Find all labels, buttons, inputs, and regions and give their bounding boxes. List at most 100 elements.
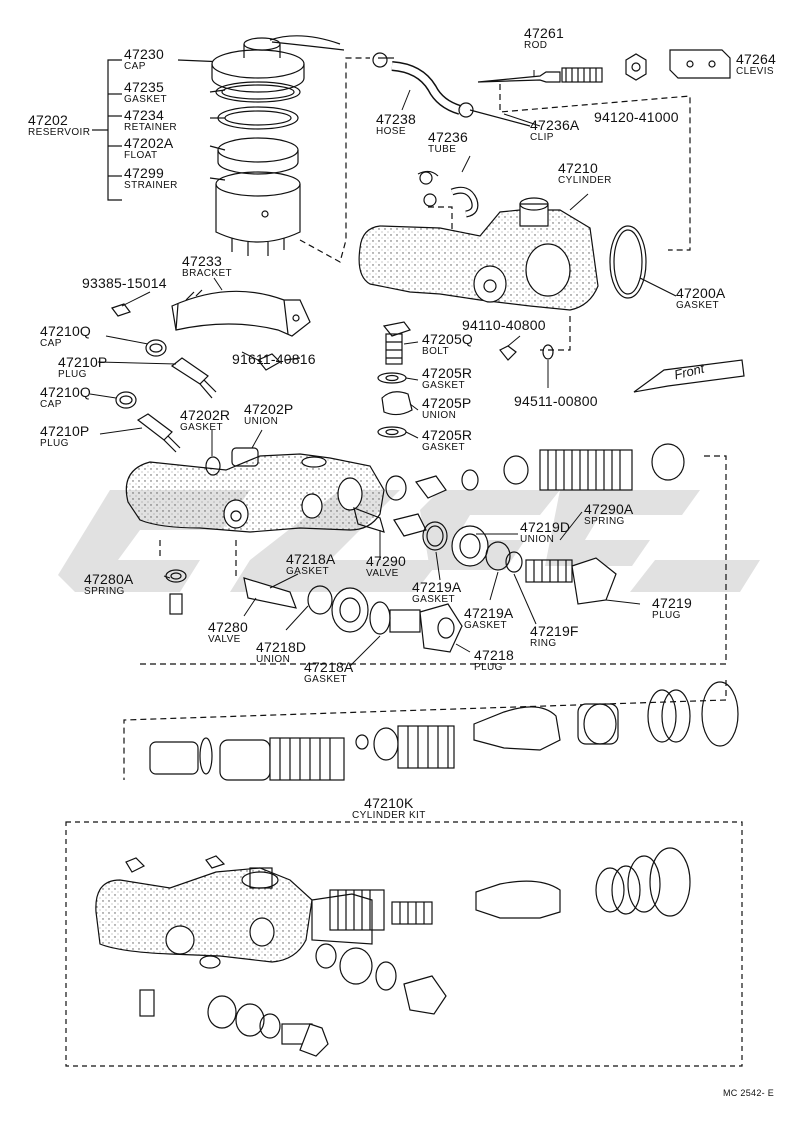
leader-lines [89,70,641,667]
cylinder-kit-box [65,821,743,1067]
part-name: GASKET [304,674,347,685]
part-number: 47238 [376,111,416,127]
part-name: FLOAT [124,150,158,161]
part-number: 47230 [124,46,164,62]
nut-94120 [625,53,647,81]
part-number: 47219D [520,519,571,535]
part-number: 47290A [584,501,634,517]
push-rod [477,67,603,83]
part-name: VALVE [208,634,241,645]
part-number: 47236A [530,117,580,133]
part-number: 47200A [676,285,726,301]
part-number: 47280A [84,571,134,587]
bolt-union-group [377,321,554,438]
part-name: RING [530,638,557,649]
part-number: 47205Q [422,331,474,347]
part-number: 47280 [208,619,248,635]
lower-assembly-row [123,680,739,781]
clevis-part [669,49,731,79]
part-number: 47218A [286,551,336,567]
middle-cylinder-body [125,453,385,533]
part-name: CYLINDER [558,175,612,186]
part-name: PLUG [40,438,69,449]
part-name: ROD [524,40,548,51]
part-number: 47205R [422,427,473,443]
part-number: 47218A [304,659,354,675]
part-number: 47210P [40,423,90,439]
part-number: 47218D [256,639,307,655]
part-number: 47202A [124,135,174,151]
part-number: 94120-41000 [594,109,679,125]
part-number: 47299 [124,165,164,181]
label-94110-40800: 94110-40800 [462,318,546,332]
part-number: 47234 [124,107,164,123]
part-number: 47219 [652,595,692,611]
part-name: GASKET [464,620,507,631]
reservoir-dashed-link [299,57,453,263]
part-number: 47205R [422,365,473,381]
part-name: UNION [422,410,457,421]
part-number: 47264 [736,51,776,67]
label-94120-41000: 94120-41000 [594,110,679,124]
part-name: PLUG [58,369,87,380]
part-number: 94110-40800 [462,317,546,333]
reservoir-assembly [211,35,345,256]
part-name: GASKET [180,422,223,433]
part-number: 47210 [558,160,598,176]
part-number: 47233 [182,253,222,269]
part-number: 47290 [366,553,406,569]
part-number: 47210Q [40,384,92,400]
part-name: VALVE [366,568,399,579]
left-small-parts [111,303,301,453]
part-name: SPRING [84,586,125,597]
front-arrow [633,359,745,393]
part-name: GASKET [676,300,719,311]
part-name: GASKET [412,594,455,605]
part-number: 47202R [180,407,231,423]
part-number: 47210P [58,354,108,370]
part-number: 47205P [422,395,472,411]
part-name: GASKET [422,380,465,391]
part-number: 47219F [530,623,579,639]
part-name: HOSE [376,126,406,137]
part-name: PLUG [652,610,681,621]
part-number: 47261 [524,25,564,41]
part-name: GASKET [124,94,167,105]
part-number: 47210K [364,795,414,811]
part-name: CAP [124,61,146,72]
part-number: 47219A [464,605,514,621]
part-name: GASKET [286,566,329,577]
part-number: 47219A [412,579,462,595]
part-name: TUBE [428,144,457,155]
middle-small-parts [165,443,685,653]
label-94511-00800: 94511-00800 [514,394,598,408]
part-name: UNION [256,654,291,665]
part-name: CLEVIS [736,66,774,77]
